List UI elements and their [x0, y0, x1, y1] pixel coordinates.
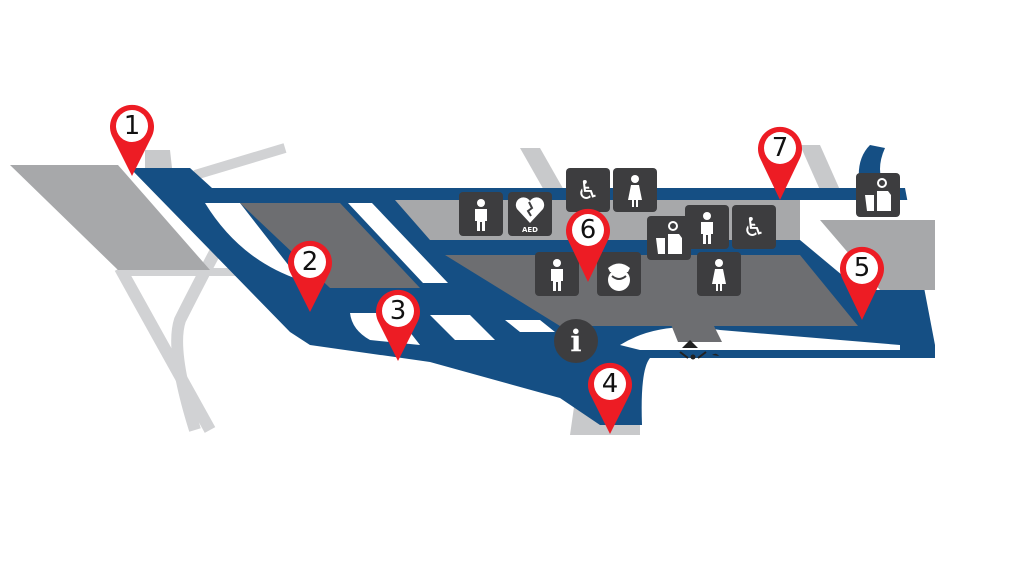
marker-label: 7 [772, 133, 789, 163]
map-marker-2[interactable]: 2 [288, 240, 332, 312]
female-restroom-icon[interactable] [697, 252, 741, 296]
aed-icon[interactable]: AED [508, 192, 552, 236]
information-icon[interactable]: i [554, 319, 598, 363]
accessible-icon[interactable]: ♿ [732, 205, 776, 249]
family-room-icon[interactable] [856, 173, 900, 217]
female-restroom-icon[interactable] [613, 168, 657, 212]
first-aid-nurse-icon[interactable] [597, 252, 641, 296]
accessible-glyph: ♿ [576, 176, 599, 206]
amenities: AED ♿ ♿ [459, 168, 900, 296]
male-restroom-icon[interactable] [685, 205, 729, 249]
buildings [205, 200, 935, 350]
map-marker-7[interactable]: 7 [758, 126, 802, 200]
map-marker-6[interactable]: 6 [566, 208, 610, 282]
accessible-glyph: ♿ [742, 213, 765, 243]
marker-label: 5 [854, 253, 871, 283]
info-label: i [570, 325, 581, 360]
male-restroom-icon[interactable] [535, 252, 579, 296]
marker-label: 4 [602, 369, 619, 399]
map-marker-5[interactable]: 5 [840, 246, 884, 320]
marker-label: 2 [302, 247, 319, 277]
family-room-icon[interactable] [647, 216, 691, 260]
marker-label: 6 [580, 215, 597, 245]
accessible-icon[interactable]: ♿ [566, 168, 610, 212]
marker-label: 1 [124, 111, 141, 141]
aed-label: AED [522, 226, 538, 234]
map-marker-4[interactable]: 4 [588, 362, 632, 434]
male-restroom-icon[interactable] [459, 192, 503, 236]
map-marker-3[interactable]: 3 [376, 289, 420, 361]
parking-lot [10, 165, 210, 270]
map-marker-1[interactable]: 1 [110, 104, 154, 176]
entrance-icon [679, 340, 719, 360]
markers: 1 2 3 4 5 6 7 [110, 104, 884, 434]
marker-label: 3 [390, 296, 407, 326]
